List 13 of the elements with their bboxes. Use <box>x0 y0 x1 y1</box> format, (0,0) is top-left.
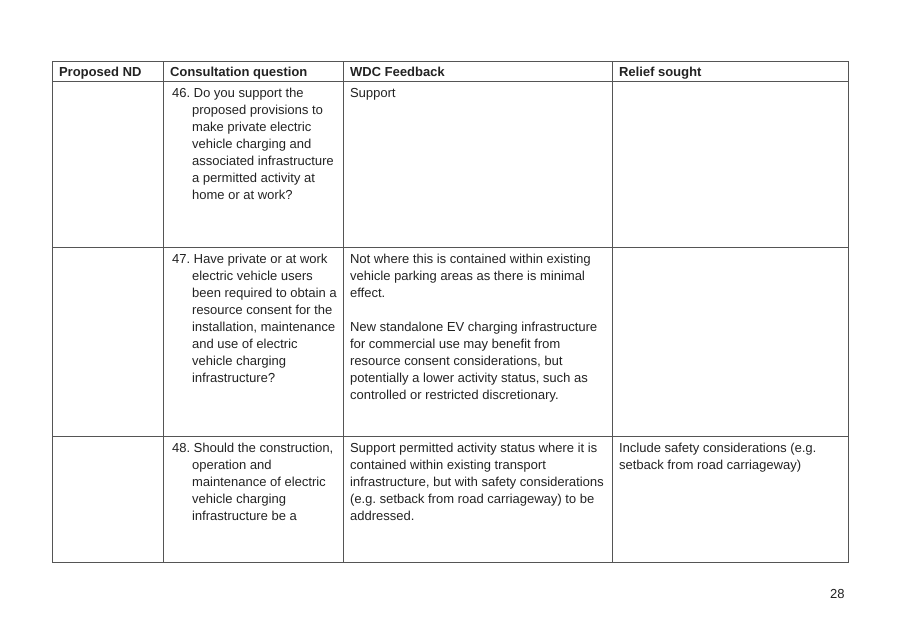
column-header: Proposed ND <box>59 63 142 80</box>
feedback-text: New standalone EV charging infrastructure for commercial use may benefit from resource consent considerations, but potentially a lower activity status, such as controlled or restricted discretionary. <box>350 318 598 403</box>
page-number: 28 <box>830 586 844 601</box>
question-text: 48. Should the construction, operation and maintenance of electric vehicle charging infrastructure be a <box>171 439 334 524</box>
column-header: Consultation question <box>170 63 308 80</box>
feedback-text: Support permitted activity status where it is contained within existing transport infrastructure, but with safety considerations (e.g. setback from road carriageway) to be addressed. <box>350 439 605 524</box>
relief-text: Include safety considerations (e.g. setback from road carriageway) <box>619 439 818 473</box>
feedback-text: Support <box>350 84 397 101</box>
feedback-text: Not where this is contained within existing vehicle parking areas as there is minimal effect. <box>350 250 592 301</box>
question-text: 47. Have private or at work electric vehicle users been required to obtain a resource consent for the installation, maintenance and use of electric vehicle charging infrastructure? <box>171 250 337 386</box>
column-header: Relief sought <box>619 63 702 80</box>
column-header: WDC Feedback <box>350 63 446 80</box>
question-text: 46. Do you support the proposed provisions to make private electric vehicle charging and associated infrastructure a permitted activity at home or at work? <box>171 84 335 203</box>
